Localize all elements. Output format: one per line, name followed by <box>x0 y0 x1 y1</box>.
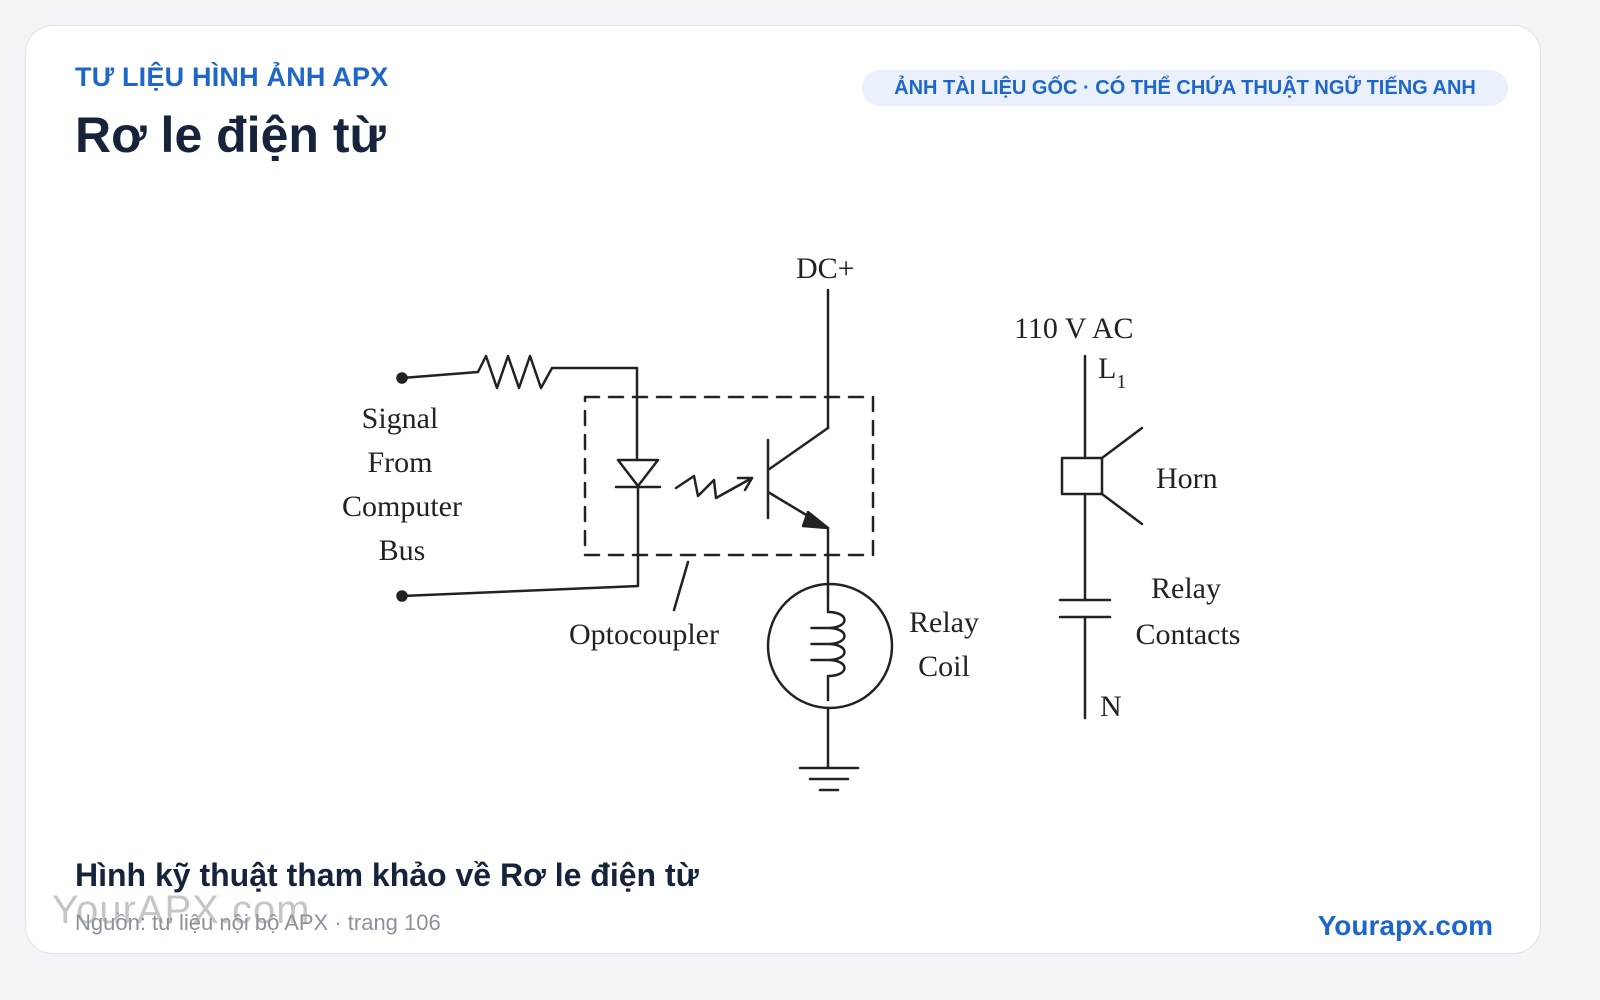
ground-symbol <box>798 706 860 792</box>
ac-supply-label: 110 V AC <box>1014 312 1134 345</box>
eyebrow-label: TƯ LIỆU HÌNH ẢNH APX <box>75 62 389 92</box>
signal-label-line3: Computer <box>342 490 462 523</box>
signal-label-line2: From <box>367 446 432 479</box>
relay-circuit-diagram: DC+ 110 V AC L1 N Signal From Computer B… <box>342 252 1241 792</box>
signal-label-line4: Bus <box>379 534 426 567</box>
figure-caption: Hình kỹ thuật tham khảo về Rơ le điện từ <box>75 857 699 893</box>
source-reference: Nguồn: tư liệu nội bộ APX · trang 106 <box>75 910 441 935</box>
relay-coil-winding <box>810 590 846 702</box>
optocoupler-pointer <box>672 560 690 612</box>
relay-coil-label-line2: Coil <box>918 650 970 683</box>
optocoupler-box <box>583 395 875 557</box>
resistor <box>400 354 639 462</box>
relay-coil-label-line1: Relay <box>909 606 979 639</box>
neutral-label: N <box>1100 690 1122 723</box>
brand-link[interactable]: Yourapx.com <box>1317 910 1493 941</box>
relay-contacts-label-line2: Contacts <box>1136 618 1241 651</box>
phototransistor <box>766 426 830 530</box>
source-note-badge: ẢNH TÀI LIỆU GỐC · CÓ THỂ CHỨA THUẬT NGỮ… <box>862 70 1508 106</box>
dc-plus-label: DC+ <box>796 252 855 285</box>
l1-label: L1 <box>1098 352 1126 393</box>
signal-label-line1: Signal <box>362 402 439 435</box>
relay-coil-circle <box>766 582 894 710</box>
bottom-input-wire <box>400 485 640 598</box>
figure-card <box>25 25 1541 954</box>
relay-contacts-label-line1: Relay <box>1151 572 1221 605</box>
optocoupler-label: Optocoupler <box>569 618 719 651</box>
led-diode <box>614 458 662 489</box>
light-emission-arrow <box>674 474 754 500</box>
page-title: Rơ le điện từ <box>75 107 386 163</box>
horn-symbol <box>1060 426 1144 526</box>
relay-contacts-symbol <box>1058 598 1112 619</box>
horn-label: Horn <box>1156 462 1218 495</box>
watermark: YourAPX.com <box>52 888 311 932</box>
